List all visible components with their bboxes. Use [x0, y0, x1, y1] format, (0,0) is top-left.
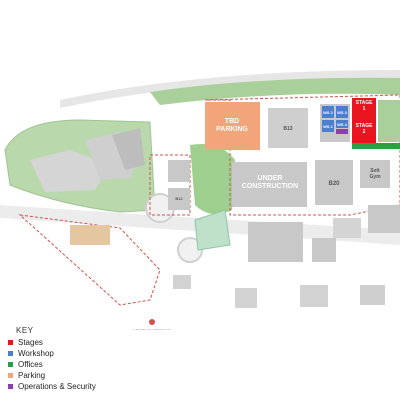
building-small-c — [168, 160, 190, 182]
legend-swatch-icon — [8, 351, 13, 356]
top-road — [60, 70, 400, 108]
ws-3-block — [336, 106, 348, 118]
west-building-c — [112, 128, 145, 170]
west-building-a — [30, 150, 110, 192]
ws-2-label: WS 2 — [323, 110, 334, 115]
legend-item: Parking — [8, 370, 188, 381]
ws-4-label: WS 4 — [337, 122, 348, 127]
building-b12 — [168, 188, 190, 210]
ws-4-block — [336, 120, 348, 128]
east-boundary — [204, 94, 400, 216]
central-boundary — [149, 154, 191, 216]
ops-block — [336, 129, 348, 134]
building-b20 — [315, 160, 353, 205]
south-west-parking — [70, 225, 110, 245]
stages-block — [352, 98, 376, 143]
south-building-d — [360, 285, 385, 305]
legend-swatch-icon — [8, 362, 13, 367]
under-construction-block — [232, 162, 307, 207]
ws-3-label: WS 3 — [337, 110, 348, 115]
legend-title: KEY — [16, 326, 34, 335]
station-label: WEMBLEY STADIUMTRAIN STATION — [133, 328, 172, 330]
legend-item: Workshop — [8, 348, 188, 359]
train-station-icon — [149, 319, 155, 325]
legend-label: Stages — [18, 338, 43, 347]
north-green-belt — [150, 77, 400, 105]
b20-label: B20 — [328, 181, 340, 187]
garden-plaza — [194, 209, 231, 251]
roundabout-south — [177, 237, 203, 263]
legend-label: Parking — [18, 371, 46, 380]
building-b13 — [268, 108, 308, 148]
building-small-a — [333, 218, 361, 238]
ws-2-block — [322, 106, 334, 118]
b12-label: B12 — [175, 196, 183, 201]
south-building-c — [300, 285, 328, 307]
gym-block — [360, 160, 390, 188]
tbd-parking-block — [205, 102, 260, 150]
south-building-f — [173, 275, 191, 289]
legend-swatch-icon — [8, 373, 13, 378]
legend-swatch-icon — [8, 384, 13, 389]
south-building-e — [235, 288, 257, 308]
offices-strip — [352, 143, 400, 149]
legend-item: Stages — [8, 337, 188, 348]
offices-green-block — [378, 100, 400, 142]
legend-label: Offices — [18, 360, 43, 369]
b13-label: B13 — [283, 126, 292, 132]
legend-item: Operations & Security — [8, 381, 188, 392]
legend-swatch-icon — [8, 340, 13, 345]
ws-1-label: WS 1 — [323, 124, 334, 129]
south-building-a — [248, 222, 303, 262]
ws-1-block — [322, 120, 334, 132]
legend-label: Workshop — [18, 349, 54, 358]
south-building-b — [312, 238, 336, 262]
central-park — [190, 144, 235, 214]
legend-label: Operations & Security — [18, 382, 96, 391]
legend-item: Offices — [8, 359, 188, 370]
building-small-b — [368, 205, 400, 233]
